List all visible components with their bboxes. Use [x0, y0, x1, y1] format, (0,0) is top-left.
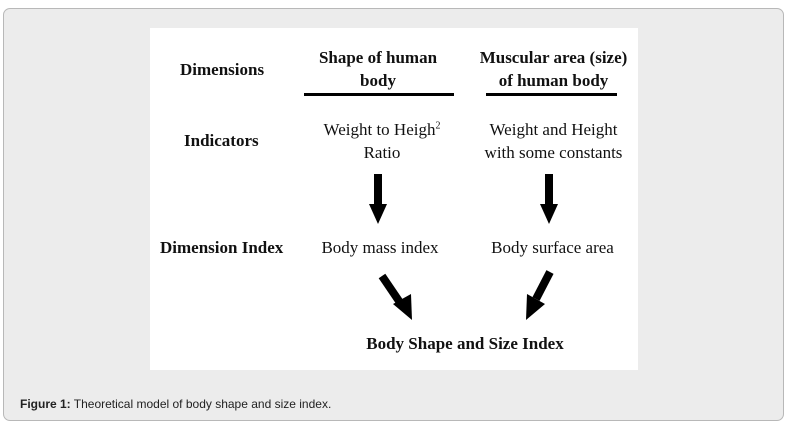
figure-caption: Figure 1: Theoretical model of body shap… — [20, 397, 331, 411]
shape-indicator-line1: Weight to Heigh2 — [323, 120, 441, 139]
arrows-layer — [369, 174, 558, 320]
shape-indicator-line2: Ratio — [363, 143, 401, 162]
row-label-dimensions: Dimensions — [180, 60, 265, 79]
result-label: Body Shape and Size Index — [366, 334, 564, 353]
size-header-line1: Muscular area (size) — [479, 48, 628, 67]
size-indicator-line2: with some constants — [484, 143, 623, 162]
caption-label: Figure 1: — [20, 397, 71, 411]
diagonal-arrow-size-to-result — [526, 270, 554, 320]
shape-header-line2: body — [360, 71, 396, 90]
row-label-dimension-index: Dimension Index — [160, 238, 284, 257]
size-header-line2: of human body — [498, 71, 609, 90]
shape-header-line1: Shape of human — [318, 48, 438, 67]
size-indicator-line1: Weight and Height — [489, 120, 618, 139]
down-arrow-shape — [369, 174, 387, 224]
shape-header-rule — [304, 93, 454, 96]
row-label-indicators: Indicators — [184, 131, 259, 150]
caption-text: Theoretical model of body shape and size… — [70, 397, 332, 411]
down-arrow-size — [540, 174, 558, 224]
size-index-label: Body surface area — [491, 238, 614, 257]
size-header-rule — [486, 93, 617, 96]
shape-index-label: Body mass index — [321, 238, 439, 257]
model-diagram: Dimensions Indicators Dimension Index Sh… — [150, 28, 638, 370]
diagonal-arrow-shape-to-result — [378, 273, 412, 320]
